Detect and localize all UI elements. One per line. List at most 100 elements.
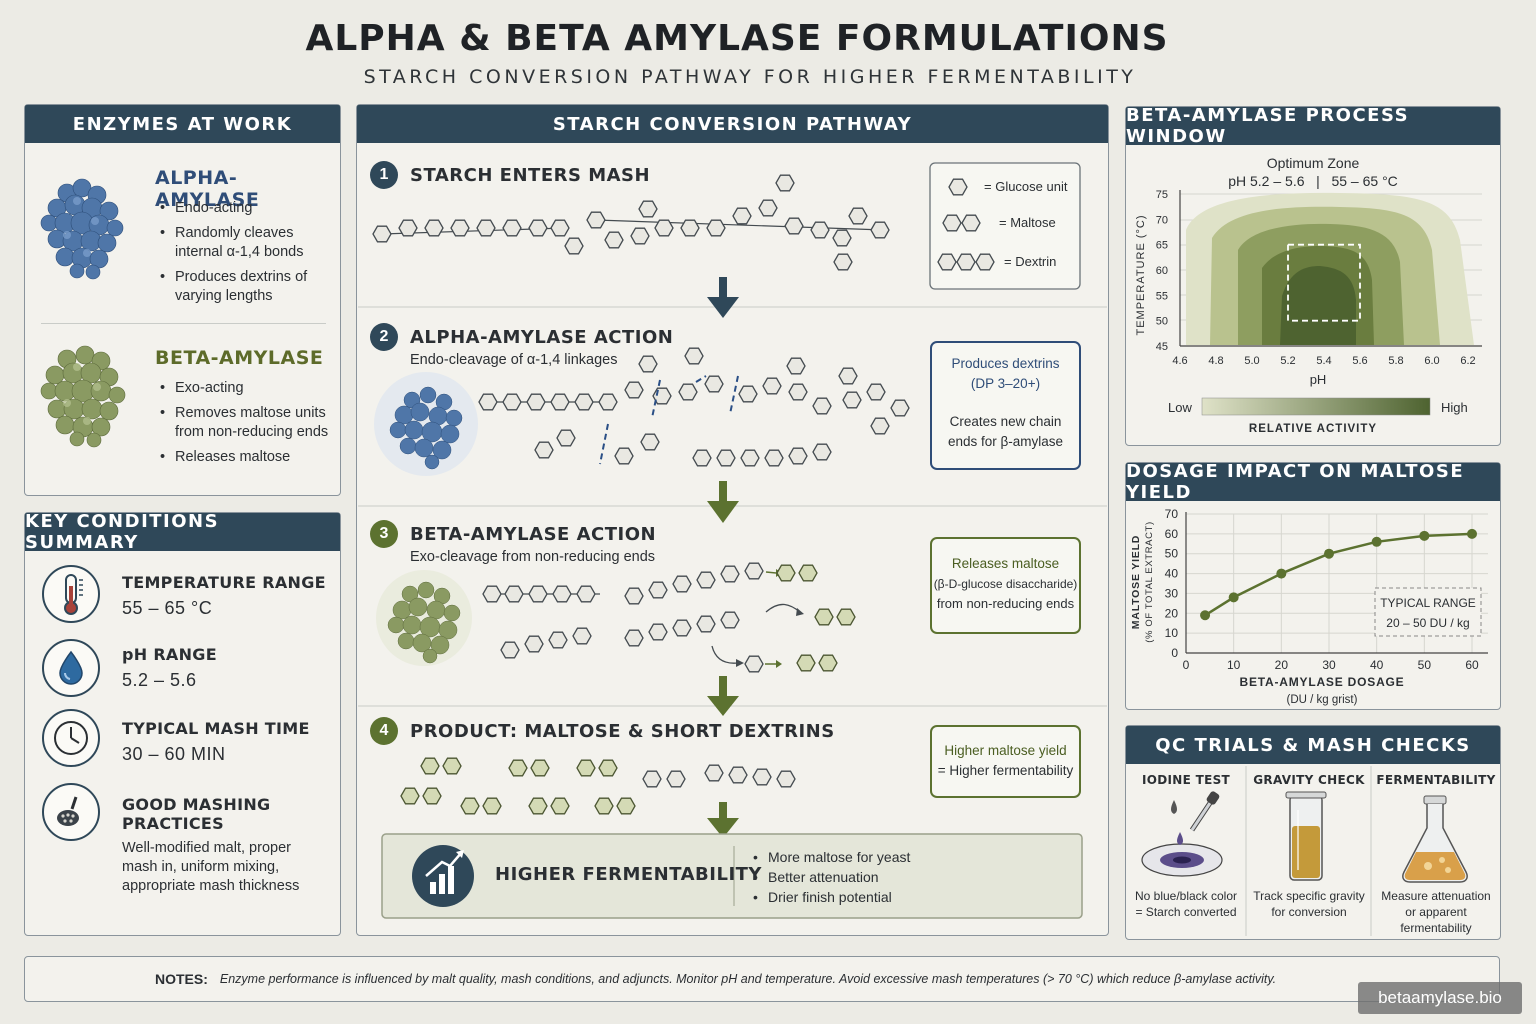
- y-tick-label: 55: [1156, 290, 1168, 302]
- data-point: [1228, 592, 1239, 603]
- x-axis-label: pH: [1310, 372, 1327, 387]
- page-subtitle: STARCH CONVERSION PATHWAY FOR HIGHER FER…: [363, 66, 1137, 88]
- data-point: [1200, 610, 1211, 621]
- step-subtitle: Endo-cleavage of α-1,4 linkages: [410, 352, 618, 368]
- x-tick-label: 5.8: [1388, 355, 1403, 367]
- beta-bullet: Exo-acting: [157, 379, 337, 398]
- y-tick-label: 70: [1165, 507, 1179, 521]
- x-tick-label: 5.4: [1316, 355, 1331, 367]
- step-number: 4: [370, 717, 398, 745]
- activity-scale: [1201, 397, 1431, 416]
- scale-high-label: High: [1441, 400, 1468, 415]
- qc-icons: [1141, 766, 1468, 936]
- step-subtitle: Exo-cleavage from non-reducing ends: [410, 549, 656, 565]
- x-tick-label: 20: [1275, 658, 1289, 672]
- y-tick-label: 10: [1165, 626, 1179, 640]
- x-axis-label: BETA-AMYLASE DOSAGE: [1240, 675, 1405, 689]
- dosage-heading: DOSAGE IMPACT ON MALTOSE YIELD: [1126, 461, 1500, 503]
- x-tick-label: 4.8: [1208, 355, 1223, 367]
- y-tick-label: 45: [1156, 341, 1168, 353]
- dropper-icon: [1141, 791, 1223, 877]
- condition-label: TYPICAL MASH TIME: [122, 719, 310, 738]
- qc-desc: = Starch converted: [1135, 905, 1237, 919]
- scale-low-label: Low: [1168, 400, 1192, 415]
- qc-desc: for conversion: [1271, 905, 1347, 919]
- pathway-diagram: [358, 162, 1107, 919]
- y-axis-label: TEMPERATURE (°C): [1135, 214, 1147, 335]
- x-tick-label: 40: [1370, 658, 1384, 672]
- box-line: from non-reducing ends: [936, 596, 1075, 611]
- box-line: Releases maltose: [951, 556, 1060, 571]
- typical-range-box: [1374, 587, 1482, 637]
- x-axis-sublabel: (DU / kg grist): [1287, 694, 1358, 706]
- step-title: BETA-AMYLASE ACTION: [410, 524, 657, 545]
- x-tick-label: 60: [1465, 658, 1479, 672]
- y-tick-label: 75: [1156, 189, 1168, 201]
- result-title: HIGHER FERMENTABILITY: [495, 864, 762, 885]
- y-tick-label: 0: [1171, 646, 1178, 660]
- alpha-bullet: Randomly cleaves internal α-1,4 bonds: [157, 224, 333, 262]
- x-tick-label: 6.0: [1424, 355, 1439, 367]
- condition-value: 55 – 65 °C: [122, 598, 213, 618]
- qc-title: GRAVITY CHECK: [1253, 773, 1365, 787]
- qc-desc: No blue/black color: [1134, 889, 1238, 903]
- y-tick-label: 60: [1156, 265, 1168, 277]
- y-tick-label: 40: [1165, 567, 1179, 581]
- beta-amylase-molecule-icon: [376, 570, 472, 666]
- result-bullet: Better attenuation: [750, 868, 910, 887]
- qc-heading: QC TRIALS & MASH CHECKS: [1126, 726, 1500, 764]
- conditions-panel: KEY CONDITIONS SUMMARY TEMPERATURE RANGE…: [24, 511, 341, 936]
- notes-label: NOTES:: [155, 971, 208, 987]
- data-point: [1276, 568, 1287, 579]
- step-number: 2: [370, 323, 398, 351]
- x-tick-label: 50: [1418, 658, 1432, 672]
- box-line: Produces dextrins: [951, 356, 1060, 371]
- x-tick-label: 5.2: [1280, 355, 1295, 367]
- x-tick-label: 6.2: [1460, 355, 1475, 367]
- alpha-amylase-molecule-icon: [374, 372, 478, 476]
- alpha-result-box: [930, 341, 1081, 470]
- box-line: Higher maltose yield: [944, 743, 1067, 758]
- y-tick-label: 30: [1165, 586, 1179, 600]
- enzymes-heading: ENZYMES AT WORK: [25, 105, 340, 143]
- y-tick-label: 65: [1156, 240, 1168, 252]
- y-tick-label: 50: [1156, 316, 1168, 328]
- scale-title: RELATIVE ACTIVITY: [1248, 423, 1378, 435]
- thermometer-icon: [42, 565, 100, 623]
- qc-desc: fermentability: [1400, 921, 1472, 935]
- growth-chart-icon: [412, 845, 474, 907]
- x-tick-label: 5.6: [1352, 355, 1367, 367]
- condition-value: 30 – 60 MIN: [122, 744, 226, 764]
- y-axis-sublabel: (% OF TOTAL EXTRACT): [1144, 521, 1155, 642]
- clock-icon: [42, 709, 100, 767]
- alpha-amylase-bullets: Endo-acting Randomly cleaves internal α-…: [157, 199, 333, 312]
- box-line: ends for β-amylase: [947, 434, 1064, 449]
- test-tube-icon: [1285, 791, 1327, 881]
- beta-amylase-name: BETA-AMYLASE: [155, 347, 324, 369]
- condition-value: Well-modified malt, proper mash in, unif…: [122, 840, 300, 894]
- flow-arrow: [707, 802, 739, 838]
- y-tick-label: 20: [1165, 606, 1179, 620]
- enzymes-panel: ENZYMES AT WORK ALPHA-AMYLASE Endo-actin…: [24, 104, 341, 496]
- legend-maltose: = Maltose: [999, 215, 1056, 230]
- data-point: [1419, 530, 1430, 541]
- notes-text: Enzyme performance is influenced by malt…: [219, 972, 1277, 986]
- step-title: ALPHA-AMYLASE ACTION: [410, 327, 674, 348]
- zone-title: Optimum Zone: [1266, 155, 1360, 171]
- x-tick-label: 0: [1183, 658, 1190, 672]
- product-result-box: [930, 725, 1081, 798]
- water-drop-icon: [42, 639, 100, 697]
- condition-label: TEMPERATURE RANGE: [122, 573, 326, 592]
- flow-arrow: [707, 481, 739, 523]
- process-window-heading: BETA-AMYLASE PROCESS WINDOW: [1126, 105, 1500, 147]
- starch-chain: [372, 174, 890, 271]
- beta-bullet: Releases maltose: [157, 448, 337, 467]
- zone-range: pH 5.2 – 5.6 | 55 – 65 °C: [1228, 173, 1398, 189]
- x-tick-label: 30: [1322, 658, 1336, 672]
- result-bullets: More maltose for yeast Better attenuatio…: [750, 848, 910, 908]
- y-tick-label: 50: [1165, 547, 1179, 561]
- alpha-bullet: Produces dextrins of varying lengths: [157, 268, 333, 306]
- qc-desc: Track specific gravity: [1253, 889, 1365, 903]
